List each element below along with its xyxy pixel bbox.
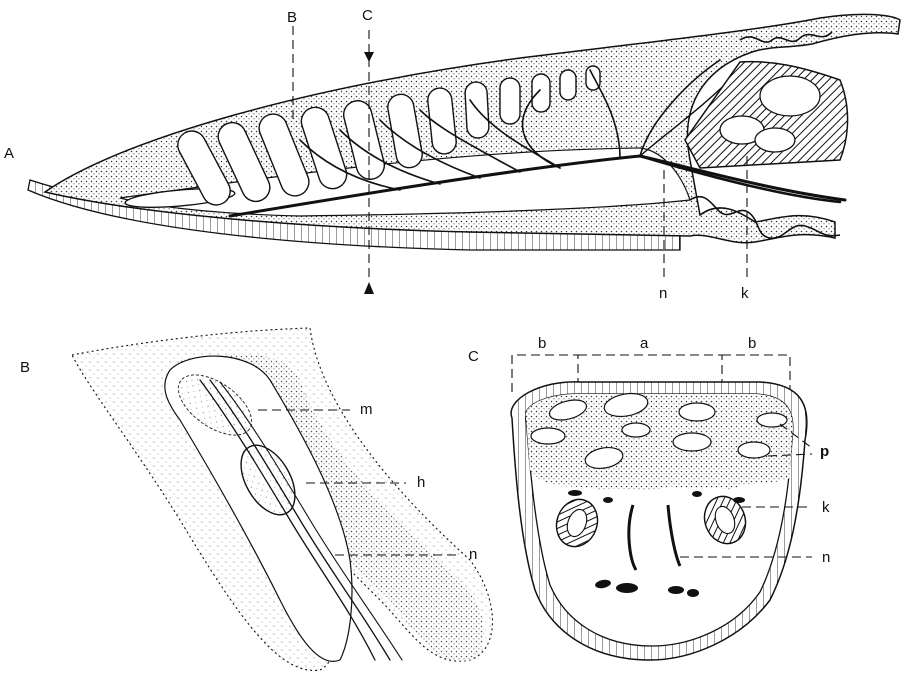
marker-c-b-right: b xyxy=(748,335,756,352)
marker-c-p: p xyxy=(820,443,829,460)
marker-a-b: B xyxy=(287,9,297,26)
arrow-c-top xyxy=(364,52,374,62)
panel-b: B m h n xyxy=(20,328,493,670)
panel-a: A B C n k xyxy=(4,7,900,302)
panel-a-label: A xyxy=(4,145,14,162)
panel-c-label: C xyxy=(468,348,479,365)
panel-b-label: B xyxy=(20,359,30,376)
marker-c-n: n xyxy=(822,549,830,566)
marker-c-k: k xyxy=(822,499,830,516)
marker-a-c: C xyxy=(362,7,373,24)
marker-b-m: m xyxy=(360,401,373,418)
marker-b-h: h xyxy=(417,474,425,491)
arrow-c-bottom xyxy=(364,282,374,294)
marker-b-n: n xyxy=(469,546,477,563)
marker-c-b-left: b xyxy=(538,335,546,352)
panel-c: C b a b p k n xyxy=(468,335,830,660)
marker-a-k: k xyxy=(741,285,749,302)
marker-a-n: n xyxy=(659,285,667,302)
marker-c-a: a xyxy=(640,335,649,352)
